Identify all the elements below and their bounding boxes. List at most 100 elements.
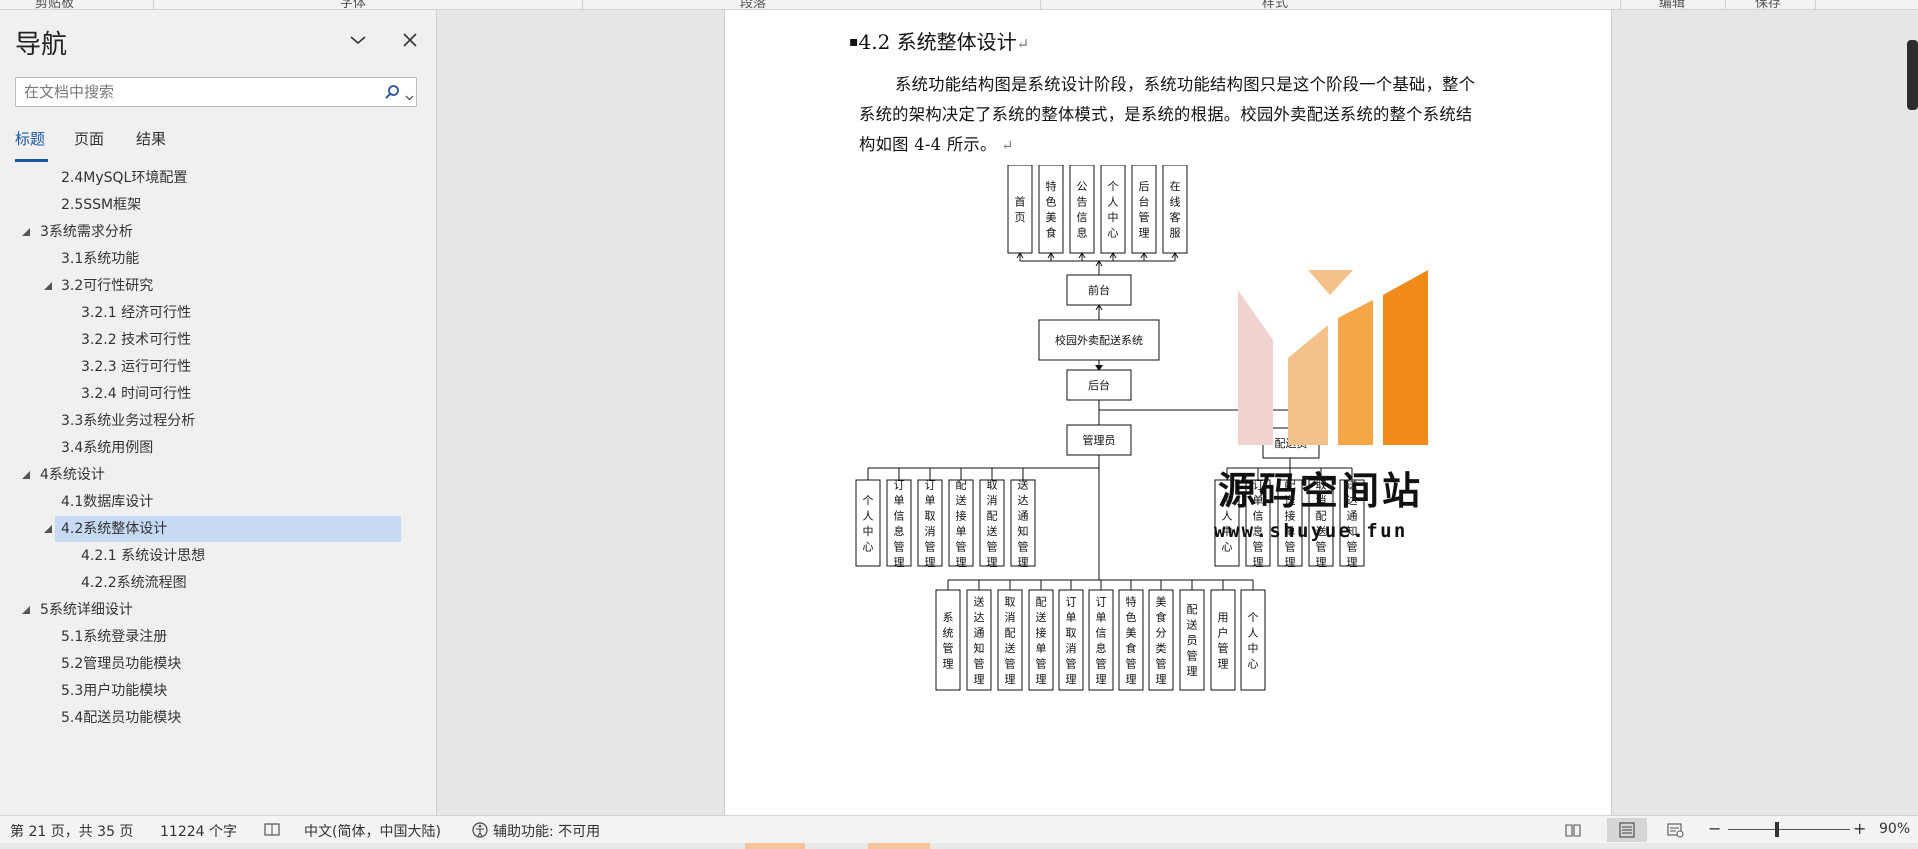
admin-bottom-item: 配送接单管理 [1036, 595, 1047, 686]
outline-item[interactable]: 3.3系统业务过程分析 [61, 408, 195, 434]
outline-item[interactable]: 4.2系统整体设计 [44, 516, 401, 542]
word-count[interactable]: 11224 个字 [160, 824, 237, 840]
outline-item[interactable]: 4系统设计 [22, 462, 105, 488]
outline-item[interactable]: 3.2.3 运行可行性 [81, 354, 191, 380]
diagram-glyph: 配 [956, 478, 967, 491]
diagram-glyph: 服 [1170, 226, 1181, 239]
outline-item[interactable]: 2.5SSM框架 [61, 192, 141, 218]
chevron-down-icon[interactable] [405, 87, 414, 101]
diagram-glyph: 送 [956, 493, 967, 507]
admin-left-item-box [917, 479, 943, 567]
diagram-glyph: 送 [1316, 524, 1327, 538]
diagram-glyph: 管 [987, 539, 998, 553]
arrow-head [1095, 365, 1103, 371]
diagram-glyph: 管 [1126, 656, 1137, 670]
read-mode-icon[interactable] [1564, 821, 1582, 839]
courier-item: 订单信息管理 [1253, 478, 1264, 569]
outline-item[interactable]: 5系统详细设计 [22, 597, 133, 623]
admin-bottom-item-box [1058, 589, 1084, 691]
collapse-triangle-icon[interactable] [21, 605, 31, 615]
diagram-glyph: 管 [1253, 539, 1264, 553]
diagram-glyph: 送 [1018, 477, 1029, 491]
arrow-head [1016, 252, 1024, 259]
outline-item[interactable]: 5.3用户功能模块 [61, 678, 167, 704]
collapse-triangle-icon[interactable] [21, 470, 31, 480]
zoom-in-button[interactable]: + [1853, 819, 1867, 838]
diagram-glyph: 户 [1218, 625, 1229, 639]
diagram-glyph: 信 [894, 509, 905, 522]
accessibility-status[interactable]: 辅助功能: 不可用 [493, 824, 601, 840]
proofing-icon[interactable] [263, 821, 281, 839]
search-icon[interactable] [384, 84, 400, 100]
close-icon[interactable] [398, 28, 422, 52]
search-input[interactable] [16, 78, 376, 106]
zoom-level[interactable]: 90% [1879, 821, 1911, 837]
admin-bottom-item: 用户管理 [1218, 611, 1229, 671]
outline-item[interactable]: 4.2.2系统流程图 [81, 570, 187, 596]
outline-item-label: 5.1系统登录注册 [61, 629, 168, 645]
courier-item: 个人中心 [1222, 494, 1233, 554]
admin-bottom-item-box [1148, 589, 1174, 691]
diagram-glyph: 管 [1316, 539, 1327, 553]
admin-bottom-item-box [966, 589, 992, 691]
diagram-glyph: 取 [1066, 626, 1077, 639]
tab-headings[interactable]: 标题 [15, 128, 48, 162]
language-indicator[interactable]: 中文(简体，中国大陆) [304, 824, 441, 840]
frontend-item-box [1038, 165, 1064, 254]
outline-item[interactable]: 3.2可行性研究 [44, 273, 153, 299]
outline-item[interactable]: 3.2.2 技术可行性 [81, 327, 191, 353]
outline-item[interactable]: 5.2管理员功能模块 [61, 651, 181, 677]
diagram-glyph: 理 [1005, 673, 1016, 686]
admin-left-item: 取消配送管理 [987, 478, 998, 569]
outline-item[interactable]: 4.1数据库设计 [61, 489, 153, 515]
outline-item-label: 2.4MySQL环境配置 [61, 170, 188, 186]
admin-bottom-item: 个人中心 [1248, 611, 1259, 671]
diagram-glyph: 管 [1347, 539, 1358, 553]
admin-left-item: 订单取消管理 [925, 478, 936, 569]
diagram-glyph: 理 [1126, 673, 1137, 686]
zoom-out-button[interactable]: − [1708, 819, 1722, 838]
vertical-scrollbar-thumb[interactable] [1907, 40, 1918, 110]
collapse-triangle-icon[interactable] [21, 227, 31, 237]
outline-item[interactable]: 3.2.4 时间可行性 [81, 381, 191, 407]
diagram-glyph: 中 [1222, 525, 1233, 538]
system-node: 校园外卖配送系统 [1055, 333, 1143, 347]
print-layout-icon[interactable] [1607, 818, 1647, 842]
ribbon-separator [1815, 0, 1816, 9]
outline-item[interactable]: 2.4MySQL环境配置 [61, 165, 187, 191]
document-page[interactable]: ▪4.2 系统整体设计↵ 系统功能结构图是系统设计阶段，系统功能结构图只是这个阶… [724, 10, 1612, 815]
outline-item[interactable]: 4.2.1 系统设计思想 [81, 543, 205, 569]
outline-item[interactable]: 3.2.1 经济可行性 [81, 300, 191, 326]
collapse-triangle-icon[interactable] [43, 281, 53, 291]
outline-item-label: 4.2系统整体设计 [61, 521, 168, 537]
diagram-glyph: 理 [925, 556, 936, 569]
tab-pages[interactable]: 页面 [74, 130, 105, 148]
admin-node: 管理员 [1083, 433, 1116, 447]
nav-options-chevron-icon[interactable] [346, 28, 370, 52]
heading-bullet-marker: ▪ [849, 34, 859, 50]
collapse-triangle-icon[interactable] [43, 524, 53, 534]
diagram-glyph: 管 [943, 641, 954, 655]
page-count[interactable]: 第 21 页，共 35 页 [10, 824, 134, 840]
outline-item[interactable]: 3.4系统用例图 [61, 435, 153, 461]
zoom-slider-track[interactable] [1728, 829, 1850, 830]
diagram-glyph: 取 [925, 509, 936, 522]
diagram-glyph: 知 [1347, 524, 1358, 538]
diagram-glyph: 理 [1218, 657, 1229, 670]
outline-item-label: 5.2管理员功能模块 [61, 656, 182, 672]
courier-item-box [1308, 479, 1334, 567]
diagram-glyph: 接 [1285, 509, 1296, 522]
admin-left-item: 个人中心 [863, 494, 874, 554]
outline-item[interactable]: 3系统需求分析 [22, 219, 133, 245]
diagram-glyph: 达 [974, 611, 985, 624]
outline-item[interactable]: 5.4配送员功能模块 [61, 705, 181, 731]
tab-results[interactable]: 结果 [136, 130, 167, 148]
diagram-glyph: 心 [1248, 657, 1259, 670]
diagram-glyph: 页 [1015, 211, 1026, 224]
zoom-slider-thumb[interactable] [1775, 822, 1779, 837]
outline-item[interactable]: 3.1系统功能 [61, 246, 139, 272]
outline-item[interactable]: 5.1系统登录注册 [61, 624, 167, 650]
accessibility-icon[interactable] [471, 821, 489, 839]
web-layout-icon[interactable] [1666, 821, 1684, 839]
diagram-glyph: 送 [974, 594, 985, 608]
